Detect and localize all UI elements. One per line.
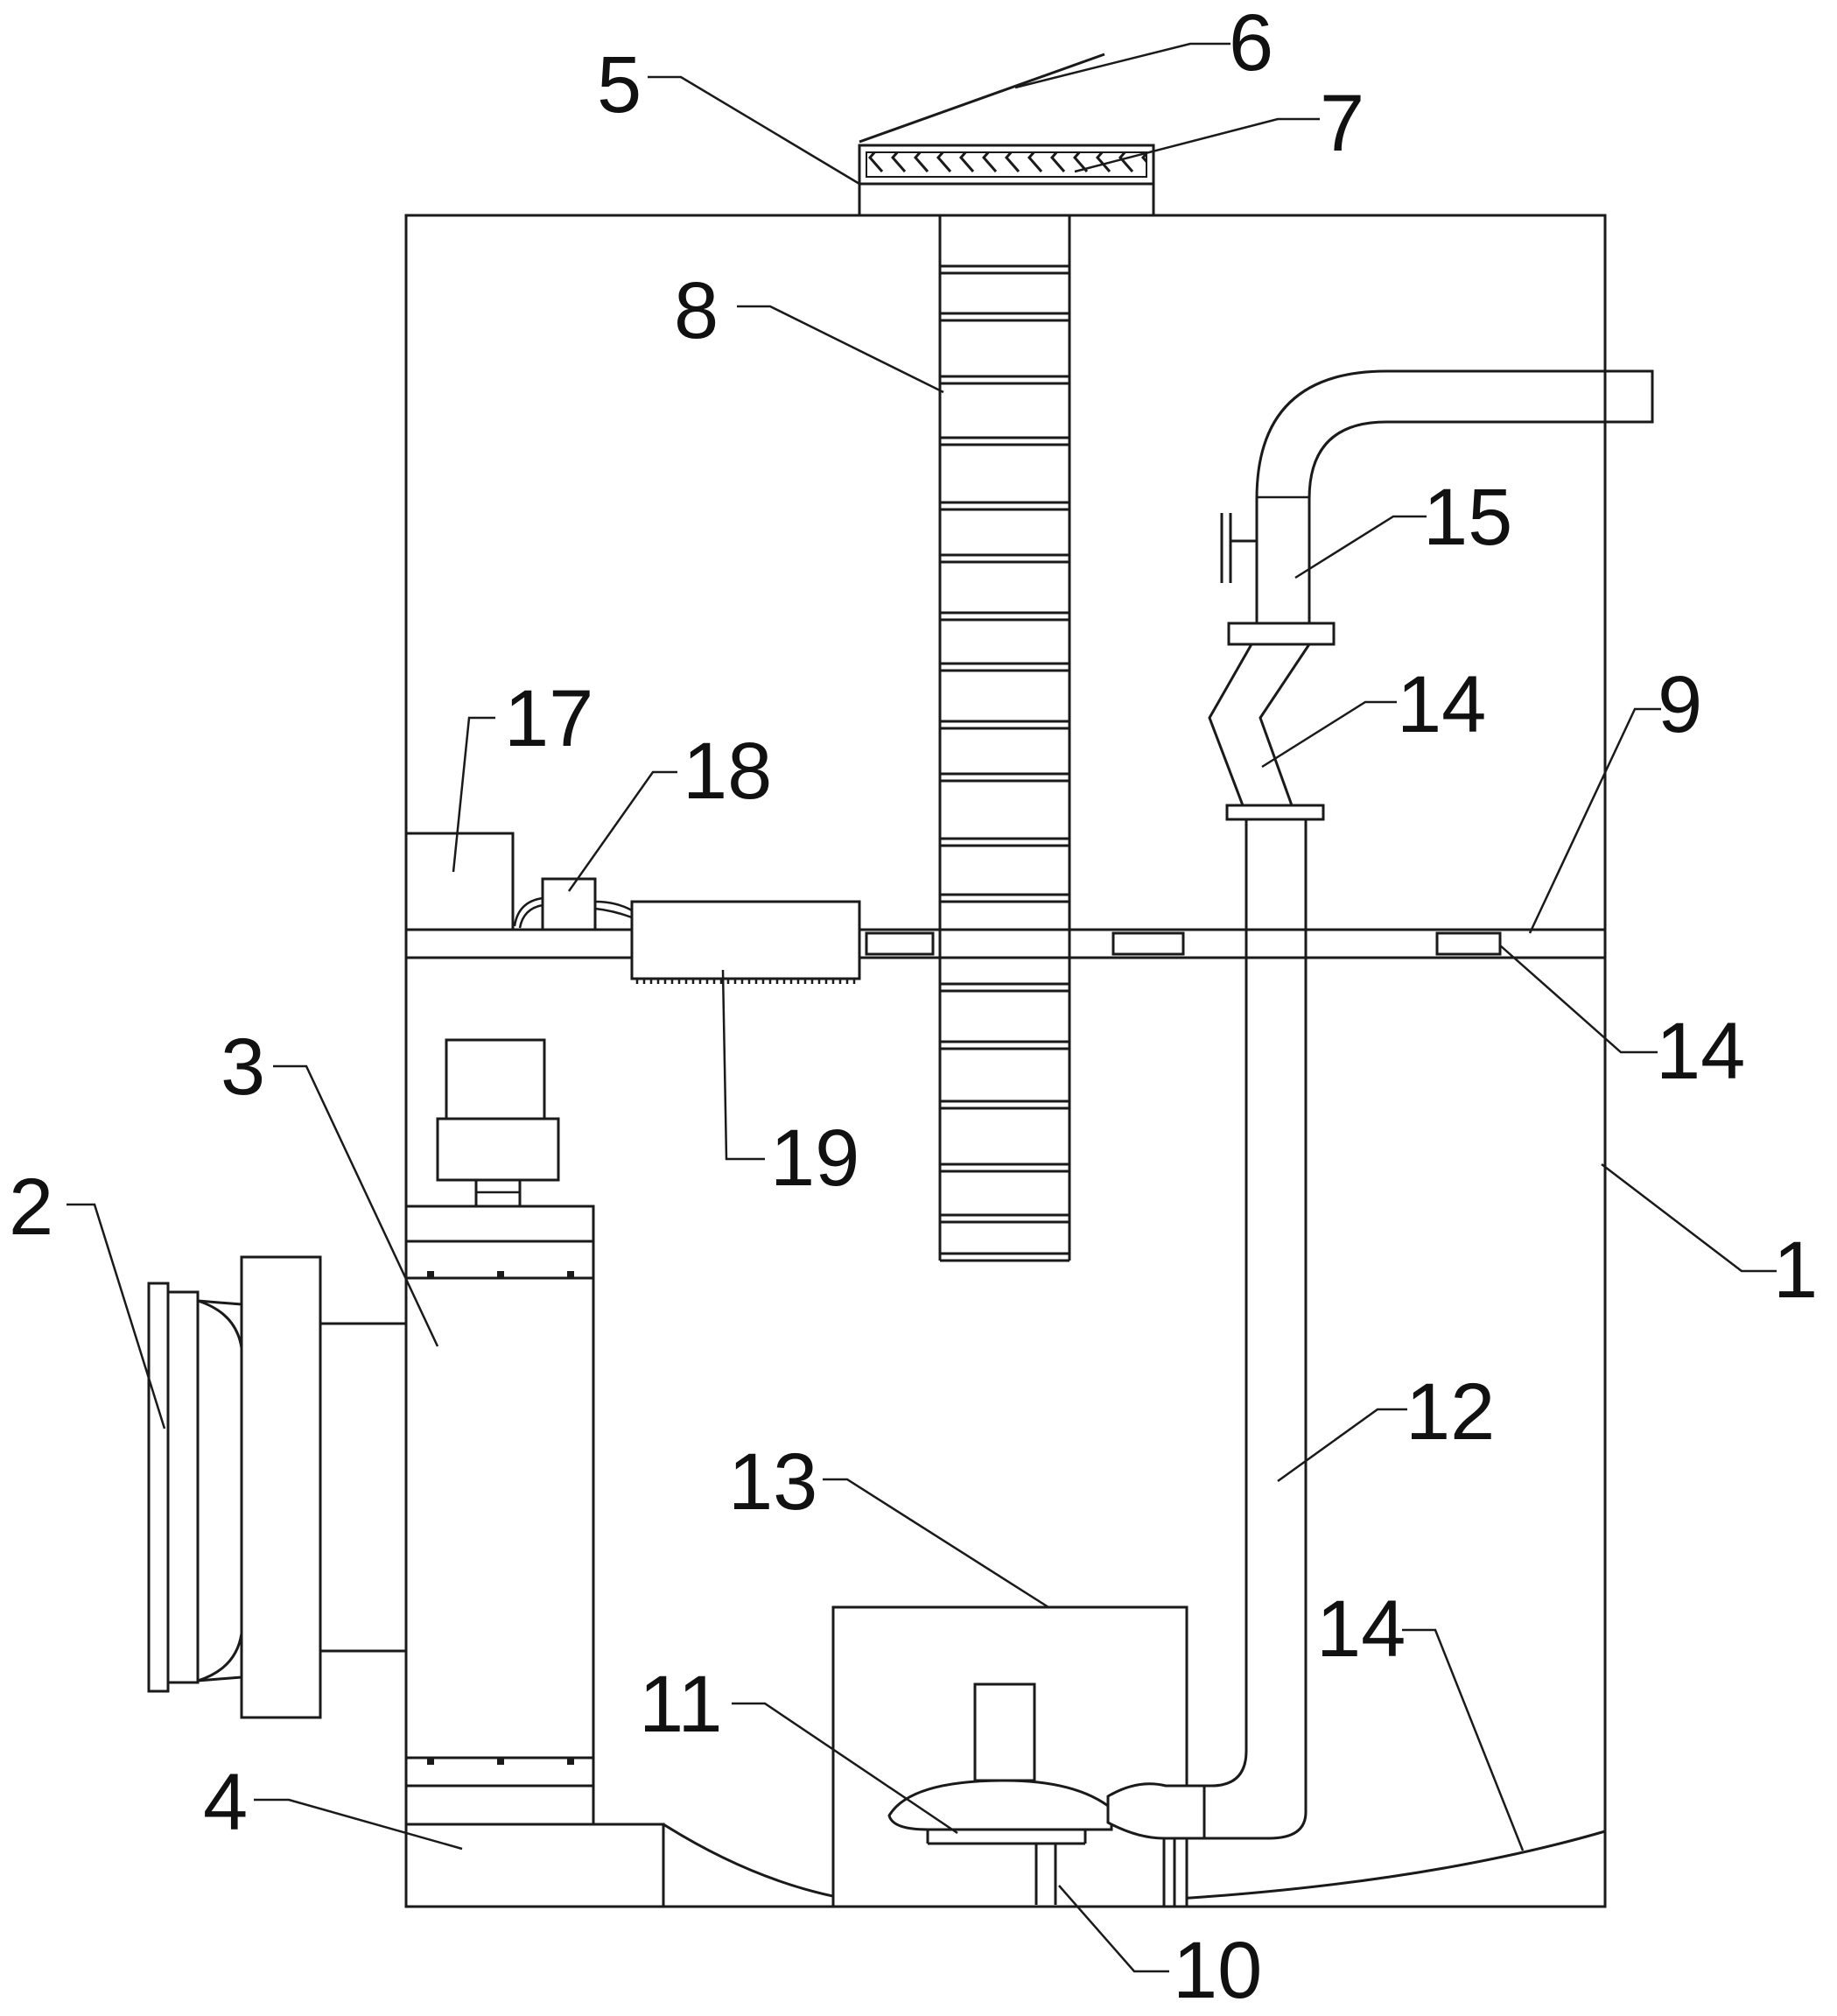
inlet-cover-ring <box>166 1290 200 1684</box>
label-14-lower: 14 <box>1316 1584 1406 1674</box>
label-19: 19 <box>770 1113 859 1203</box>
sensor-box <box>541 877 597 931</box>
label-1: 1 <box>1773 1226 1818 1315</box>
wire-left <box>513 896 543 927</box>
lid-plate <box>859 53 1153 147</box>
blower-bolts <box>427 1271 574 1765</box>
label-7: 7 <box>1320 79 1364 168</box>
label-11: 11 <box>639 1660 723 1749</box>
pump-outlet-nozzle <box>1106 1782 1206 1840</box>
vertical-ladder-duct <box>938 215 1071 1262</box>
wire-right-2 <box>594 907 633 919</box>
pump-support-legs <box>1162 1838 1176 1907</box>
leader-lines <box>67 42 1777 1973</box>
wire-left-2 <box>518 903 543 929</box>
label-10: 10 <box>1173 1926 1262 2015</box>
upper-flange <box>1227 622 1336 646</box>
inlet-hood <box>196 1299 242 1682</box>
top-motor-base <box>436 1117 560 1182</box>
pump-motor <box>973 1682 1036 1782</box>
label-14-upper: 14 <box>1397 660 1486 749</box>
spray-bar <box>630 900 861 980</box>
label-3: 3 <box>221 1022 265 1112</box>
label-6: 6 <box>1229 0 1273 88</box>
inlet-flange <box>240 1255 322 1719</box>
partition-plate <box>406 928 1605 959</box>
valve-handwheel <box>1220 513 1257 583</box>
controller-box <box>404 832 515 931</box>
label-12: 12 <box>1406 1367 1495 1457</box>
inlet-duct <box>319 1322 408 1653</box>
inlet-cover <box>147 1282 170 1693</box>
top-motor <box>445 1038 546 1120</box>
riser-pipe <box>1192 819 1308 1840</box>
blower-body <box>404 1205 595 1826</box>
label-18: 18 <box>683 727 772 816</box>
label-5: 5 <box>597 40 642 130</box>
label-8: 8 <box>674 266 719 355</box>
spring-middle <box>1111 931 1185 956</box>
label-2: 2 <box>9 1163 53 1252</box>
lower-flange <box>1225 804 1325 821</box>
flexible-connector <box>1208 643 1311 807</box>
spray-nozzles <box>635 979 856 984</box>
drain-pipe <box>1034 1844 1057 1905</box>
base-block <box>404 1823 665 1908</box>
label-17: 17 <box>504 674 593 763</box>
label-4: 4 <box>203 1758 248 1847</box>
water-pump <box>887 1779 1113 1831</box>
spring-left <box>865 931 935 956</box>
wire-right <box>594 900 633 912</box>
label-14-right: 14 <box>1656 1007 1745 1096</box>
label-9: 9 <box>1658 660 1702 749</box>
spring-right <box>1435 931 1502 956</box>
label-13: 13 <box>728 1437 817 1527</box>
label-15: 15 <box>1423 473 1512 562</box>
